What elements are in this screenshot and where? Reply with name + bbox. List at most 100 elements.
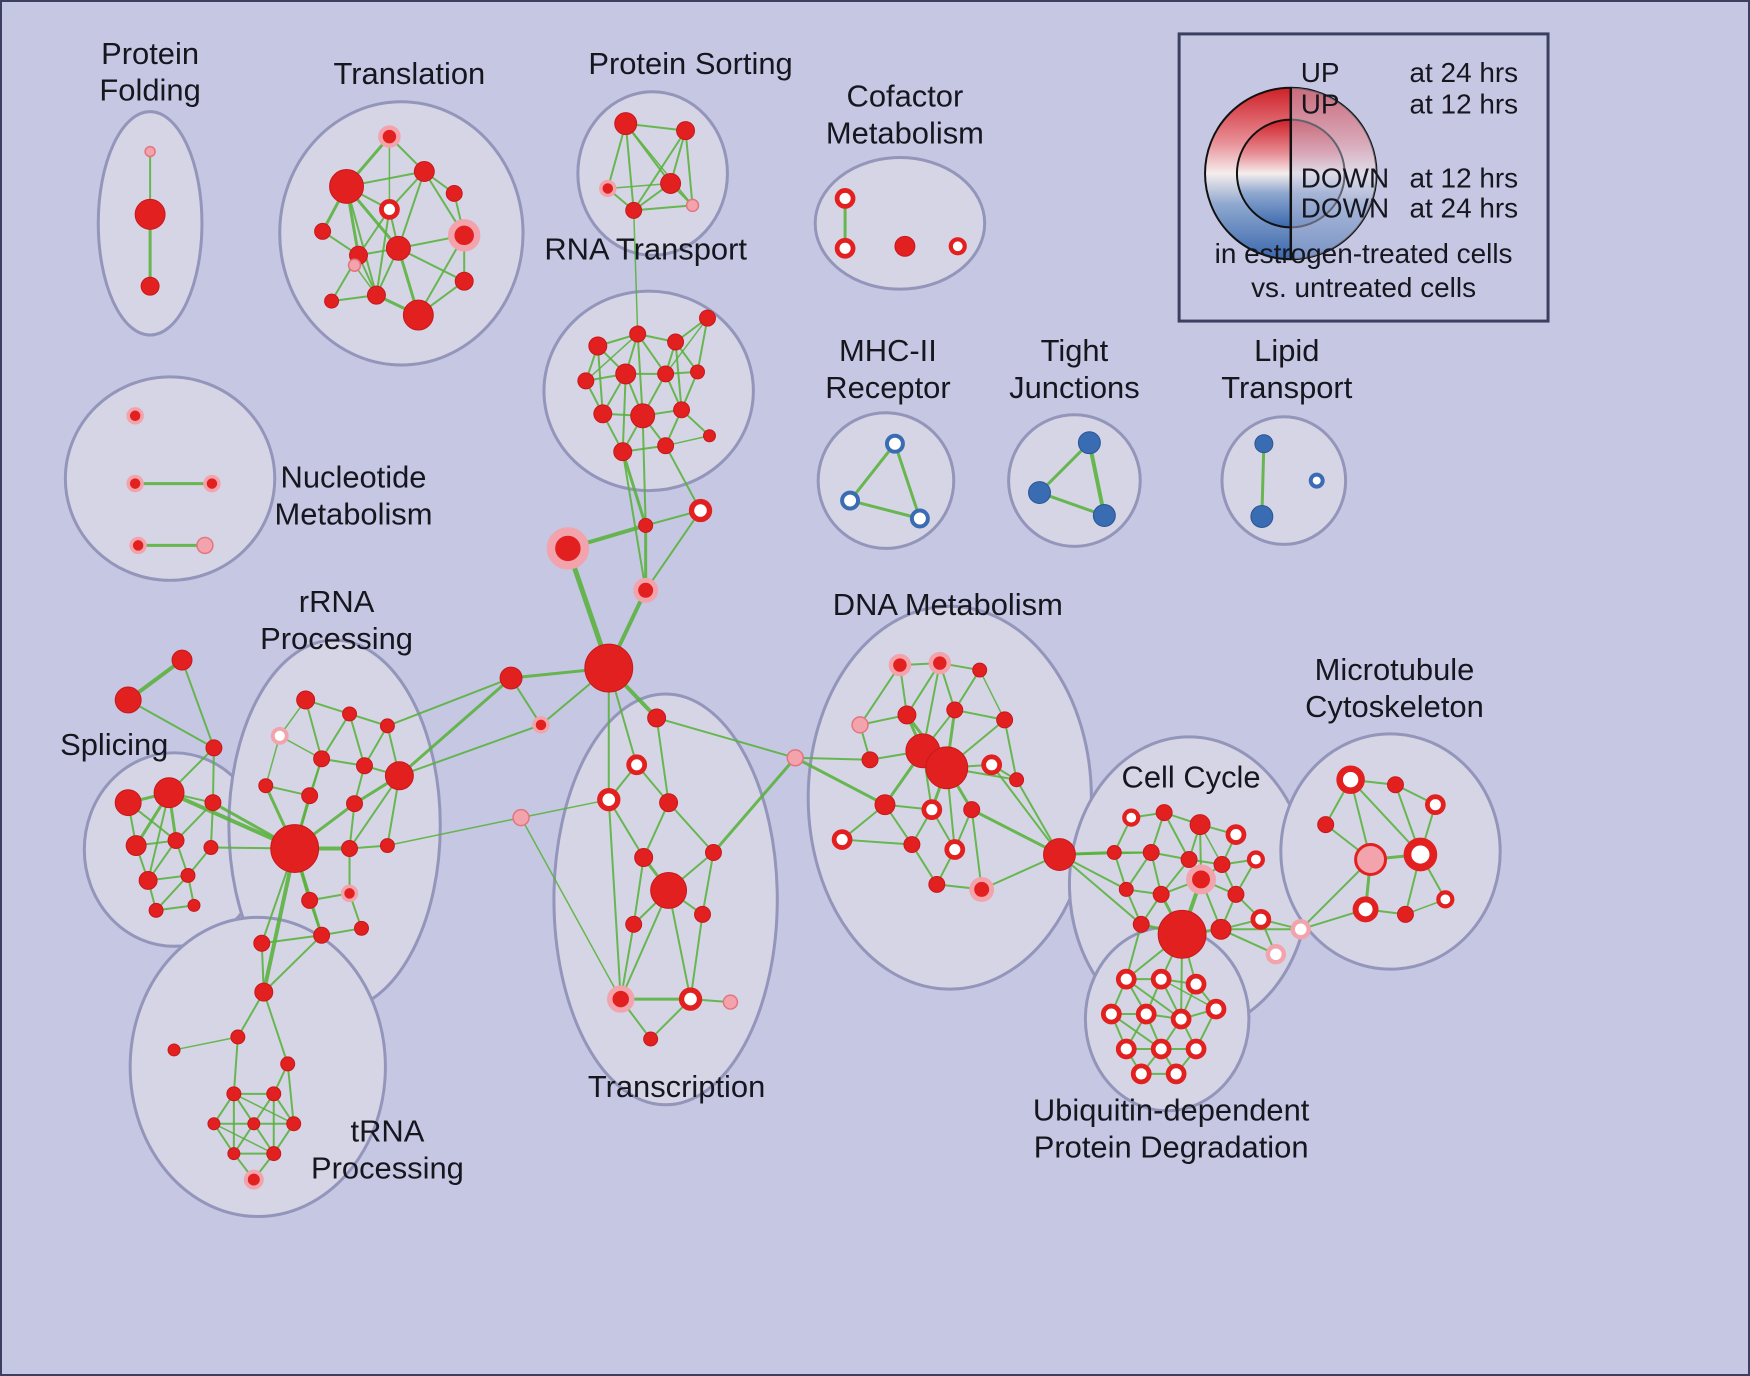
gene-node[interactable] (1250, 505, 1274, 528)
gene-node[interactable] (703, 429, 716, 443)
gene-node[interactable] (454, 271, 474, 291)
gene-node[interactable] (1185, 1038, 1207, 1060)
gene-node[interactable] (634, 848, 654, 867)
gene-node[interactable] (313, 926, 331, 944)
gene-node[interactable] (280, 1056, 296, 1072)
gene-node[interactable] (203, 840, 219, 856)
gene-node[interactable] (685, 198, 700, 213)
gene-node[interactable] (840, 490, 861, 511)
gene-node[interactable] (140, 276, 160, 296)
gene-node[interactable] (301, 787, 319, 805)
gene-node[interactable] (1009, 772, 1025, 788)
gene-node[interactable] (114, 789, 142, 817)
gene-node[interactable] (356, 757, 373, 775)
gene-node[interactable] (667, 333, 685, 351)
gene-node[interactable] (972, 662, 988, 678)
gene-node[interactable] (633, 577, 659, 603)
gene-node[interactable] (266, 1086, 282, 1102)
gene-node[interactable] (230, 1029, 246, 1045)
gene-node[interactable] (286, 1116, 302, 1132)
gene-node[interactable] (688, 498, 713, 523)
gene-node[interactable] (699, 309, 716, 327)
gene-node[interactable] (657, 365, 675, 383)
gene-node[interactable] (694, 905, 711, 923)
gene-node[interactable] (1352, 896, 1379, 923)
gene-node[interactable] (296, 690, 316, 710)
gene-node[interactable] (203, 474, 221, 493)
gene-node[interactable] (909, 508, 930, 529)
gene-node[interactable] (660, 173, 682, 194)
gene-node[interactable] (126, 474, 144, 493)
gene-node[interactable] (1227, 885, 1245, 903)
gene-node[interactable] (253, 934, 271, 952)
gene-node[interactable] (925, 746, 969, 790)
gene-node[interactable] (831, 829, 853, 850)
gene-node[interactable] (270, 824, 320, 873)
gene-node[interactable] (874, 794, 896, 816)
gene-node[interactable] (1396, 905, 1414, 923)
gene-node[interactable] (1387, 776, 1404, 794)
gene-node[interactable] (1290, 919, 1311, 940)
gene-node[interactable] (615, 363, 637, 385)
gene-node[interactable] (1130, 1063, 1152, 1085)
gene-node[interactable] (1028, 481, 1051, 505)
gene-node[interactable] (1092, 504, 1116, 527)
gene-node[interactable] (171, 649, 193, 671)
gene-node[interactable] (226, 1086, 242, 1102)
gene-node[interactable] (921, 799, 943, 821)
gene-node[interactable] (650, 871, 688, 909)
gene-node[interactable] (948, 237, 967, 256)
gene-node[interactable] (1205, 998, 1227, 1020)
gene-node[interactable] (1403, 837, 1438, 872)
gene-node[interactable] (1132, 915, 1150, 933)
gene-node[interactable] (588, 336, 608, 356)
gene-node[interactable] (1115, 1038, 1137, 1060)
gene-node[interactable] (205, 739, 223, 757)
gene-node[interactable] (167, 1043, 181, 1057)
gene-node[interactable] (1142, 844, 1160, 861)
gene-node[interactable] (258, 778, 274, 794)
gene-node[interactable] (884, 433, 905, 454)
gene-node[interactable] (1135, 1003, 1157, 1025)
gene-node[interactable] (1157, 909, 1207, 959)
gene-node[interactable] (1265, 944, 1287, 965)
gene-node[interactable] (690, 364, 705, 380)
gene-node[interactable] (270, 726, 289, 745)
gene-node[interactable] (1122, 808, 1141, 827)
gene-node[interactable] (207, 1117, 221, 1131)
gene-node[interactable] (613, 442, 633, 462)
gene-node[interactable] (314, 222, 332, 240)
gene-node[interactable] (1336, 765, 1365, 794)
gene-node[interactable] (1155, 804, 1173, 822)
gene-node[interactable] (342, 706, 358, 722)
gene-node[interactable] (254, 982, 274, 1002)
gene-node[interactable] (851, 716, 869, 734)
gene-node[interactable] (1106, 845, 1122, 860)
gene-node[interactable] (1152, 885, 1170, 903)
gene-node[interactable] (593, 404, 613, 424)
gene-node[interactable] (599, 179, 617, 198)
gene-node[interactable] (129, 536, 147, 555)
gene-node[interactable] (384, 761, 414, 791)
gene-node[interactable] (647, 708, 667, 728)
gene-node[interactable] (928, 875, 946, 893)
gene-node[interactable] (301, 891, 319, 909)
gene-node[interactable] (1150, 1038, 1172, 1060)
gene-node[interactable] (1354, 843, 1388, 876)
gene-node[interactable] (266, 1146, 282, 1162)
gene-node[interactable] (346, 795, 363, 813)
gene-node[interactable] (354, 920, 369, 936)
gene-node[interactable] (1186, 864, 1217, 895)
gene-node[interactable] (204, 794, 222, 812)
gene-node[interactable] (704, 844, 722, 861)
gene-node[interactable] (134, 198, 166, 230)
gene-node[interactable] (963, 801, 981, 819)
gene-node[interactable] (614, 112, 638, 136)
gene-node[interactable] (673, 401, 691, 419)
gene-node[interactable] (167, 832, 185, 850)
gene-node[interactable] (1254, 434, 1274, 454)
gene-node[interactable] (928, 651, 952, 675)
gene-node[interactable] (676, 121, 696, 141)
gene-node[interactable] (577, 372, 595, 390)
gene-node[interactable] (996, 711, 1014, 729)
